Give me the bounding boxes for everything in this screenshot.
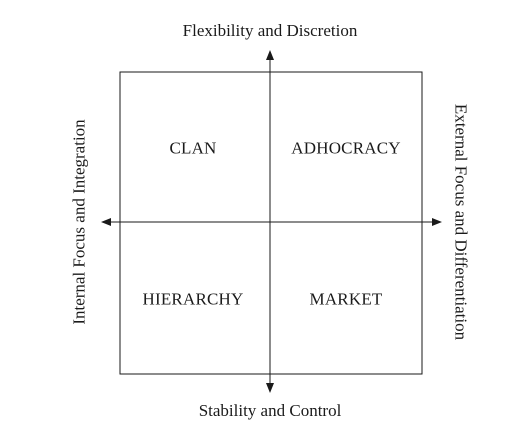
quadrant-adhocracy: ADHOCRACY [291, 138, 401, 158]
quadrant-clan: CLAN [169, 138, 217, 158]
right-axis-label: External Focus and Differentiation [451, 103, 471, 341]
left-axis-label: Internal Focus and Integration [69, 119, 89, 325]
left-arrowhead-icon [101, 218, 111, 226]
right-arrowhead-icon [432, 218, 442, 226]
top-axis-label: Flexibility and Discretion [182, 21, 358, 40]
bottom-axis-label: Stability and Control [198, 401, 342, 420]
up-arrowhead-icon [266, 50, 274, 60]
quadrant-hierarchy: HIERARCHY [142, 289, 244, 309]
quadrant-market: MARKET [309, 289, 383, 309]
outer-box [119, 71, 423, 375]
down-arrowhead-icon [266, 383, 274, 393]
